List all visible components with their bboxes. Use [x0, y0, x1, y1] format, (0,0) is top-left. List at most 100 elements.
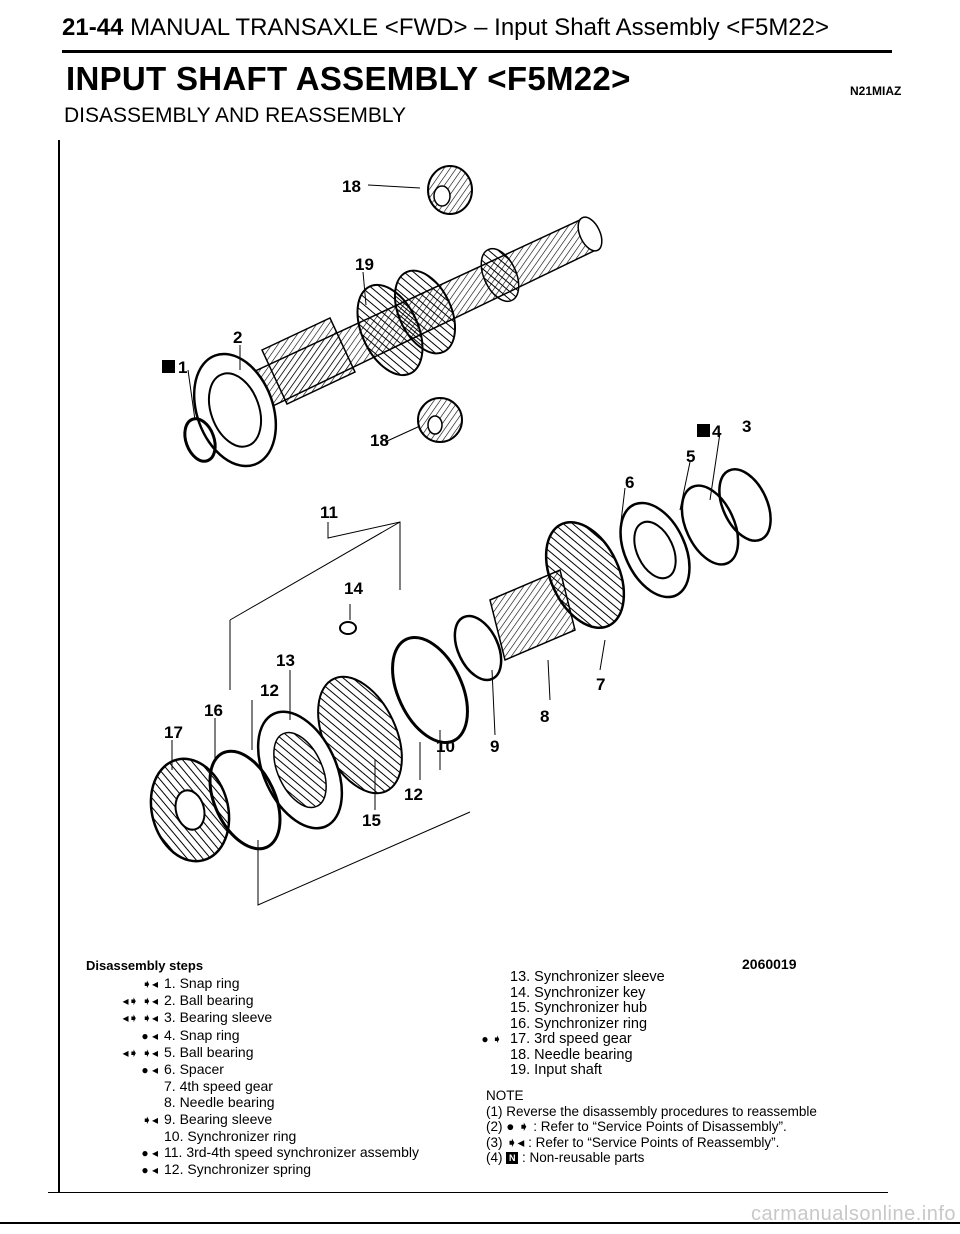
step-text: 10. Synchronizer ring [164, 1127, 297, 1144]
step-marker: ➧◂ [141, 1112, 158, 1127]
step-text: 1. Snap ring [164, 975, 240, 991]
step-text: 15. Synchronizer hub [510, 1000, 648, 1016]
step-16: 16. Synchronizer ring [450, 1015, 665, 1033]
step-text: 3. Bearing sleeve [164, 1009, 273, 1026]
callout-16: 16 [204, 701, 223, 720]
callout-12-bottom: 12 [404, 785, 423, 804]
callout-12-top: 12 [260, 681, 279, 700]
running-header: 21-44 MANUAL TRANSAXLE <FWD> – Input Sha… [62, 14, 829, 42]
callout-14: 14 [344, 579, 363, 598]
nonreusable-box-icon: N [506, 1152, 519, 1165]
callout-10: 10 [436, 737, 455, 756]
right-bearing-assembly [619, 468, 772, 599]
callout-4: 4 [712, 422, 722, 441]
step-marker: ● ◂ [141, 1063, 158, 1078]
step-marker: ➧◂ [141, 977, 158, 991]
step-8: 8. Needle bearing [86, 1094, 419, 1110]
step-text: 14. Synchronizer key [510, 984, 646, 1001]
disassembly-steps-left: ➧◂ 1. Snap ring ◂➧ ➧◂ 2. Ball bearing ◂➧ ➧… [86, 975, 419, 1178]
step-text: 17. 3rd speed gear [510, 1031, 632, 1047]
step-18: 18. Needle bearing [450, 1046, 665, 1064]
page-subtitle: DISASSEMBLY AND REASSEMBLY [64, 104, 406, 127]
third-speed-gear [149, 757, 231, 863]
step-15: 15. Synchronizer hub [450, 1000, 665, 1017]
step-text: 16. Synchronizer ring [510, 1015, 648, 1032]
step-6: ● ◂ 6. Spacer [86, 1061, 419, 1078]
step-10: 10. Synchronizer ring [86, 1128, 419, 1144]
nonreusable-box-4 [697, 424, 710, 437]
page-code: N21MIAZ [850, 84, 902, 98]
step-text: 19. Input shaft [510, 1062, 602, 1078]
steps-heading: Disassembly steps [86, 958, 204, 973]
step-text: 18. Needle bearing [510, 1046, 633, 1063]
callout-6: 6 [625, 473, 634, 492]
shaft-gear-cluster [356, 247, 520, 377]
step-marker: ◂➧ ➧◂ [122, 1045, 159, 1060]
callout-1: 1 [178, 358, 187, 377]
note-block: NOTE (1) Reverse the disassembly procedu… [486, 1088, 817, 1166]
running-title: MANUAL TRANSAXLE <FWD> – Input Shaft Ass… [130, 14, 830, 41]
synchronizer-parts [208, 621, 469, 851]
note-item-4-number: (4) [486, 1150, 503, 1165]
step-marker: ● ◂ [141, 1028, 158, 1043]
step-text: 12. Synchronizer spring [164, 1161, 312, 1178]
callout-9: 9 [490, 737, 499, 756]
left-margin-rule [58, 140, 60, 1192]
nonreusable-box-1 [162, 360, 175, 373]
step-14: 14. Synchronizer key [450, 984, 665, 1002]
callout-15: 15 [362, 811, 381, 830]
fourth-speed-gear [453, 521, 626, 682]
callout-18-mid: 18 [370, 431, 389, 450]
note-item-3: (3) ➧◂ : Refer to “Service Points of Rea… [486, 1134, 780, 1150]
callout-5: 5 [686, 447, 695, 466]
step-2: ◂➧ ➧◂ 2. Ball bearing [86, 992, 419, 1009]
section-number: 21-44 [62, 14, 124, 41]
step-marker: ◂➧ ➧◂ [122, 994, 159, 1009]
step-text: 5. Ball bearing [164, 1043, 254, 1060]
figure-number: 2060019 [742, 956, 797, 972]
disassembly-steps-right: 13. Synchronizer sleeve 14. Synchronizer… [450, 969, 665, 1079]
step-marker: ● ➧ [481, 1032, 502, 1046]
callout-7: 7 [596, 675, 605, 694]
footer-rule [48, 1192, 888, 1193]
ball-bearing-left [183, 352, 278, 468]
needle-bearing-middle [417, 397, 463, 443]
step-3: ◂➧ ➧◂ 3. Bearing sleeve [86, 1009, 419, 1026]
bottom-rule [0, 1222, 960, 1224]
step-text: 8. Needle bearing [164, 1094, 275, 1111]
note-heading: NOTE [486, 1088, 524, 1103]
callout-13: 13 [276, 651, 295, 670]
step-text: 13. Synchronizer sleeve [510, 969, 665, 985]
step-marker: ◂➧ ➧◂ [122, 1011, 159, 1026]
note-item-1: (1) Reverse the disassembly procedures t… [486, 1103, 817, 1119]
callout-19: 19 [355, 255, 374, 274]
leader-lines [171, 184, 721, 906]
step-4: ● ◂ 4. Snap ring [86, 1027, 419, 1044]
note-item-4: (4) N : Non-reusable parts [486, 1150, 817, 1166]
callout-8: 8 [540, 707, 549, 726]
callout-3: 3 [742, 417, 751, 436]
step-5: ◂➧ ➧◂ 5. Ball bearing [86, 1044, 419, 1061]
note-item-2: (2) ● ➧ : Refer to “Service Points of Di… [486, 1119, 787, 1134]
step-text: 11. 3rd-4th speed synchronizer assembly [164, 1144, 419, 1161]
callout-17: 17 [164, 723, 183, 742]
step-text: 2. Ball bearing [164, 992, 254, 1009]
step-marker: ● ◂ [141, 1146, 158, 1161]
step-7: 7. 4th speed gear [86, 1078, 419, 1094]
step-1: ➧◂ 1. Snap ring [86, 975, 419, 992]
step-text: 6. Spacer [164, 1061, 224, 1078]
callout-18-top: 18 [342, 177, 361, 196]
step-17: ● ➧ 17. 3rd speed gear [450, 1031, 665, 1048]
step-12: ● ◂12. Synchronizer spring [86, 1161, 419, 1178]
page-title: INPUT SHAFT ASSEMBLY <F5M22> [66, 60, 631, 97]
callout-2: 2 [233, 328, 242, 347]
callout-labels: 18 19 2 1 18 4 3 5 6 11 14 13 12 16 17 7… [162, 177, 751, 830]
step-text: 4. Snap ring [164, 1026, 240, 1043]
watermark: carmanualsonline.info [750, 1203, 956, 1225]
step-13: 13. Synchronizer sleeve [450, 969, 665, 986]
needle-bearing-top [427, 165, 473, 215]
header-rule [62, 50, 892, 53]
note-item-4-text: : Non-reusable parts [522, 1150, 645, 1165]
step-19: 19. Input shaft [450, 1062, 665, 1079]
